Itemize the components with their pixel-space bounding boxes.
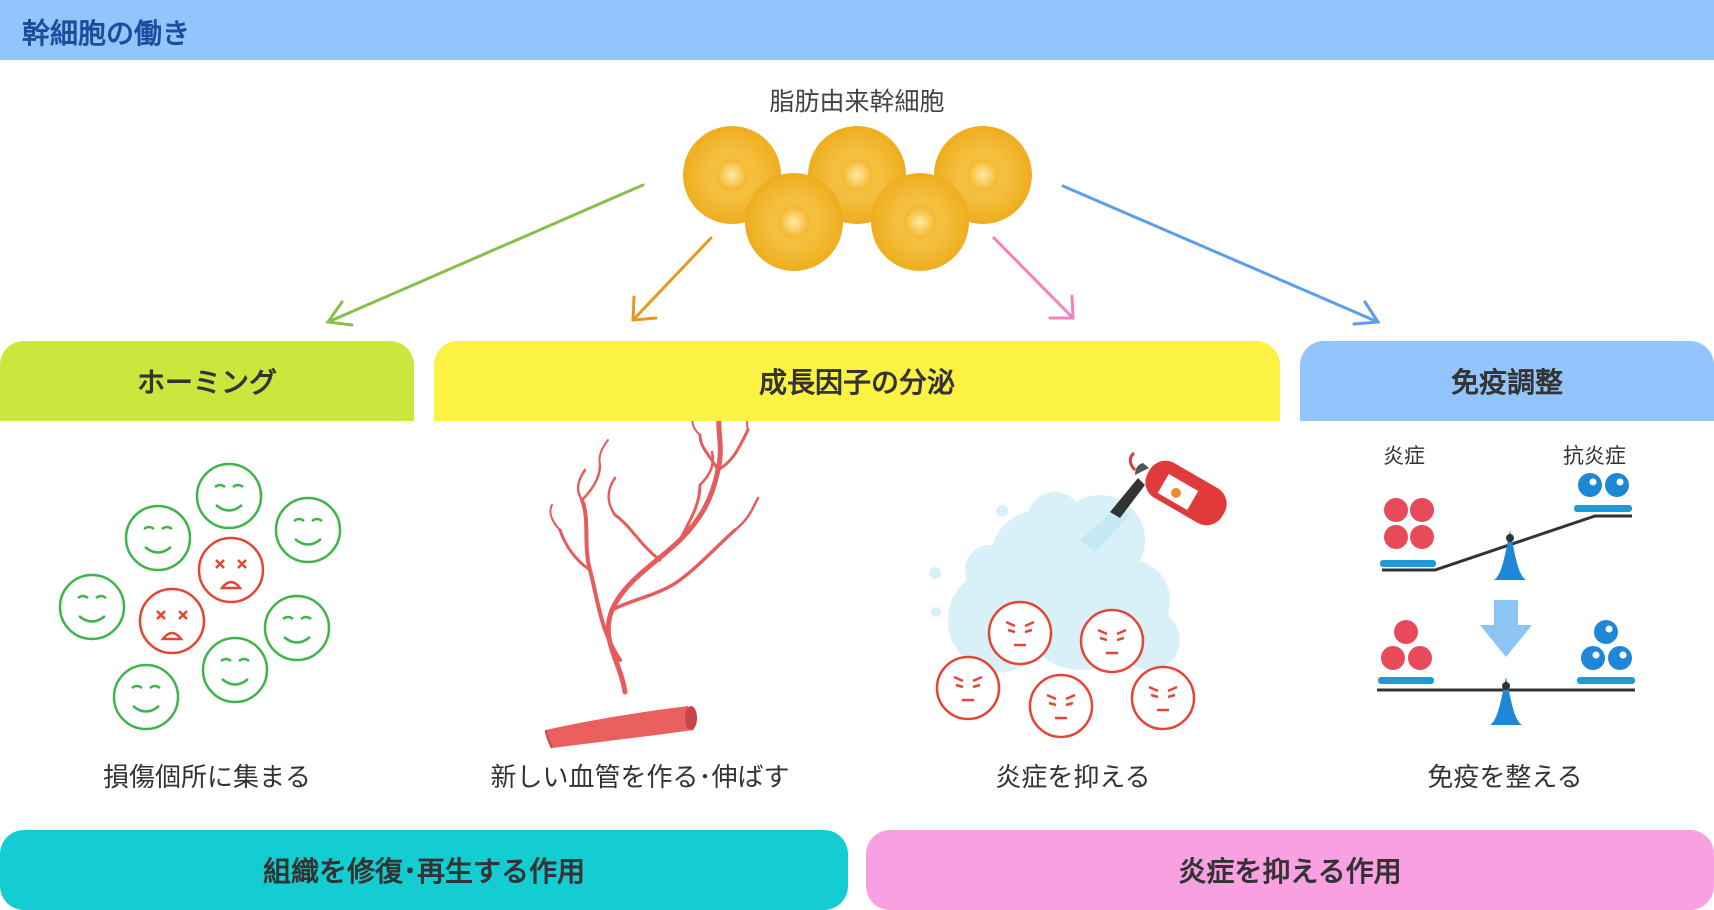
source-label: 脂肪由来幹細胞 <box>769 87 945 116</box>
title-bar <box>0 0 1714 60</box>
down-arrow-icon <box>1480 600 1532 657</box>
inflammation-illustration <box>929 451 1227 739</box>
effect-anti-inflammatory: 炎症を抑える作用 <box>866 830 1714 910</box>
happy-face <box>112 663 180 731</box>
happy-face <box>201 636 269 704</box>
blood-vessel-illustration <box>545 401 760 749</box>
stem-cell <box>745 173 843 271</box>
stem-cell <box>683 126 781 224</box>
happy-face <box>263 594 331 662</box>
happy-face <box>274 496 342 564</box>
caption-homing: 損傷個所に集まる <box>102 763 311 793</box>
caption-inflammation: 炎症を抑える <box>995 763 1151 793</box>
caption-immune: 免疫を整える <box>1427 763 1583 793</box>
angry-face <box>935 655 1001 721</box>
immune-balance-illustration <box>1377 473 1635 725</box>
angry-face <box>1130 665 1196 731</box>
arrow-to-vessel <box>631 236 713 322</box>
effect-repair-regeneration: 組織を修復･再生する作用 <box>0 830 848 910</box>
stem-cell <box>871 173 969 271</box>
happy-face <box>124 504 192 572</box>
angry-faces <box>935 600 1196 739</box>
label-anti-inflammation: 抗炎症 <box>1563 444 1626 468</box>
sad-face <box>197 536 265 604</box>
sad-face <box>138 587 206 655</box>
angry-face <box>1079 608 1145 674</box>
category-homing: ホーミング <box>0 341 414 421</box>
homing-illustration <box>58 462 342 731</box>
label-inflammation: 炎症 <box>1383 444 1425 468</box>
page-title: 幹細胞の働き <box>22 17 191 50</box>
category-immune: 免疫調整 <box>1300 341 1714 421</box>
seesaw-imbalanced <box>1380 473 1632 580</box>
inflammation-dots <box>1384 498 1434 549</box>
stem-cell-cluster <box>683 126 1032 271</box>
happy-face <box>195 462 263 530</box>
caption-vessel: 新しい血管を作る･伸ばす <box>490 763 790 793</box>
arrow-to-homing <box>325 183 645 327</box>
happy-face <box>58 573 126 641</box>
arrow-to-immune <box>1061 184 1381 326</box>
fire-extinguisher-icon <box>1110 451 1227 526</box>
cloud <box>948 492 1180 672</box>
angry-face <box>987 600 1053 666</box>
anti-dots <box>1578 473 1629 497</box>
category-growth-factor: 成長因子の分泌 <box>434 341 1280 421</box>
seesaw-balanced <box>1377 620 1635 725</box>
arrow-to-inflammation <box>992 236 1075 320</box>
angry-face <box>1028 673 1094 739</box>
